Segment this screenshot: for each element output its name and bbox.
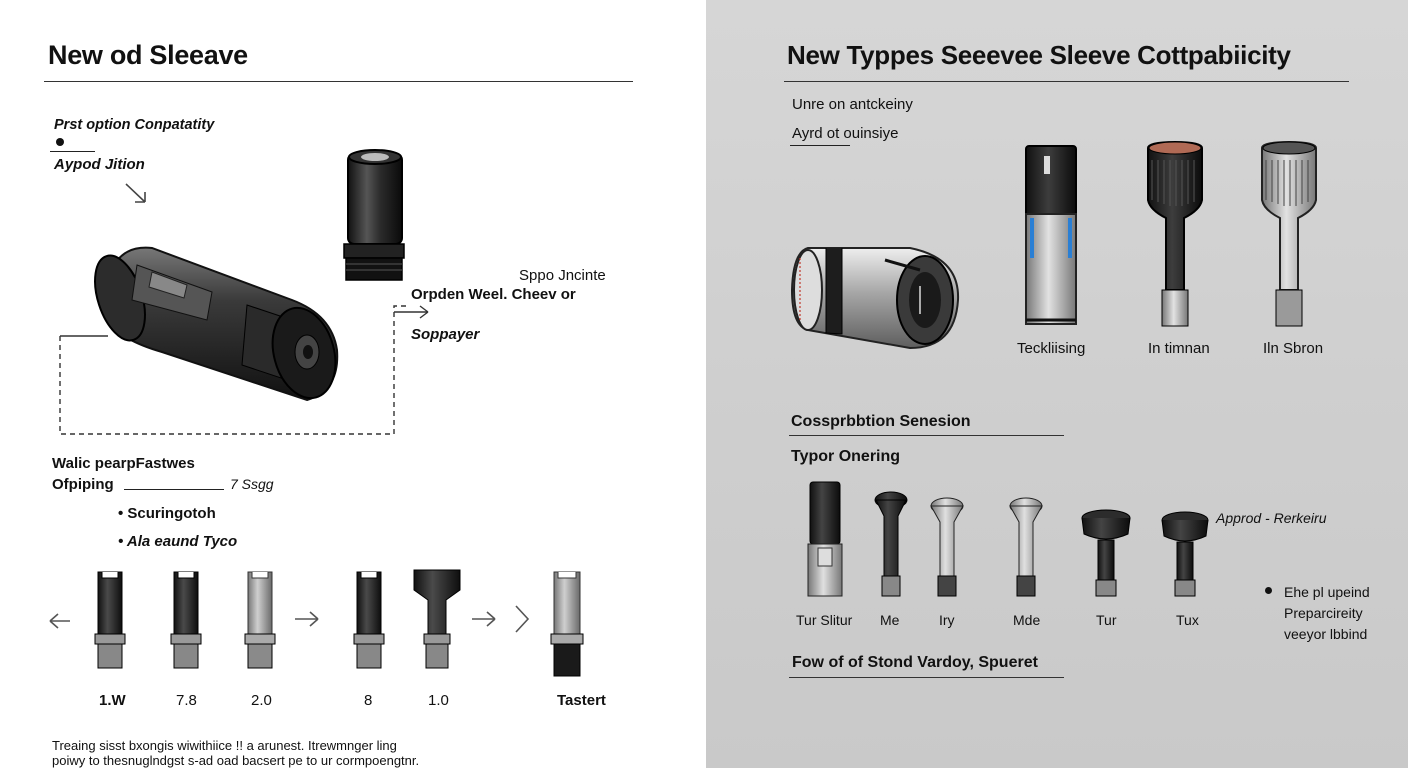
right-panel	[706, 0, 1408, 768]
right-title-rule	[784, 81, 1349, 82]
sleeve-row-right	[807, 481, 1209, 597]
item-r6	[1161, 511, 1209, 597]
left-top-label-2: Aypod Jition	[54, 156, 145, 173]
mid-label-2: Ofpiping	[52, 476, 114, 493]
chevron-right-icon	[515, 605, 530, 633]
side-bullet-line-1: Ehe pl upeind	[1284, 584, 1370, 600]
right-top-label-1: Teckliising	[1017, 340, 1086, 357]
label-right-2: Orpden Weel. Cheev or	[411, 286, 576, 303]
right-row-label-2: Me	[880, 612, 900, 628]
sleeve-6	[550, 571, 584, 677]
item-r3	[930, 497, 964, 597]
left-top-label-1: Prst option Conpatatity	[54, 117, 215, 133]
right-row-label-6: Tux	[1176, 612, 1199, 628]
row-label-5: 1.0	[428, 692, 449, 709]
row-label-4: 8	[364, 692, 373, 709]
sleeve-1	[94, 571, 126, 669]
side-label: Approd - Rerkeiru	[1216, 510, 1327, 526]
section-3-rule	[789, 677, 1064, 678]
row-label-3: 2.0	[251, 692, 272, 709]
side-bullet-line-3: veeyor lbbind	[1284, 626, 1368, 642]
right-row-label-5: Tur	[1096, 612, 1117, 628]
bullet-item-2-text: Ala eaund Tyco	[126, 533, 238, 550]
right-top-label-2: In timnan	[1148, 340, 1210, 357]
right-title: New Typpes Seeevee Sleeve Cottpabiicity	[787, 40, 1291, 70]
label-right-3: Soppayer	[411, 326, 480, 343]
silver-sleeve-icon	[790, 247, 960, 350]
label-right-1: Sppo Jncinte	[519, 267, 606, 284]
arrow-left-icon	[49, 613, 70, 629]
row-label-6: Tastert	[557, 692, 606, 709]
sleeve-2	[170, 571, 202, 669]
right-row-label-3: Iry	[939, 612, 955, 628]
arrow-right-icon	[394, 305, 429, 319]
sleeve-4	[353, 571, 385, 669]
short-rule	[50, 151, 95, 152]
mid-rule	[124, 489, 224, 490]
sleeve-5	[413, 569, 461, 669]
right-short-rule	[790, 145, 850, 146]
right-row-label-4: Mde	[1013, 612, 1041, 628]
mid-label-2b: 7 Ssgg	[230, 476, 274, 492]
section-2-title: Typor Onering	[791, 448, 901, 465]
item-r4	[1009, 497, 1043, 597]
right-top-label-3: Iln Sbron	[1263, 340, 1324, 357]
sleeve-3	[244, 571, 276, 669]
section-3-title: Fow of of Stond Vardoy, Spueret	[792, 654, 1038, 671]
sleeve-row-left	[49, 569, 584, 677]
bullet-item-2: • Ala eaund Tyco	[118, 533, 238, 550]
bullet-item-1: • Scuringotoh	[118, 505, 216, 522]
left-title: New od Sleeave	[48, 40, 248, 70]
section-1-rule	[789, 435, 1064, 436]
item-r5	[1081, 509, 1131, 597]
bullet-dot	[56, 138, 64, 146]
footer-line-1: Treaing sisst bxongis wiwithiice !! a ar…	[52, 738, 397, 753]
section-1-title: Cossprbbtion Senesion	[791, 413, 971, 430]
tall-tool-gray-icon	[1261, 140, 1317, 327]
right-row-label-1: Tur Slitur	[796, 612, 853, 628]
row-label-1: 1.W	[99, 692, 126, 709]
arrow-down-right-icon	[125, 183, 146, 203]
row-label-2: 7.8	[176, 692, 197, 709]
tall-tool-black-icon	[1147, 140, 1203, 327]
footer-line-2: poiwy to thesnuglndgst s-ad oad bacsert …	[52, 753, 420, 768]
item-r1	[807, 481, 843, 597]
side-bullet-dot	[1265, 587, 1272, 594]
bullet-item-1-text: Scuringotoh	[127, 505, 216, 522]
left-title-rule	[44, 81, 633, 82]
dashed-bracket	[59, 305, 406, 435]
vertical-sleeve-icon	[343, 149, 405, 281]
side-bullet-line-2: Preparcireity	[1284, 605, 1363, 621]
main-sleeve-icon	[94, 246, 339, 402]
item-r2	[874, 491, 908, 597]
arrow-right-icon-2	[295, 611, 319, 627]
right-label-1: Unre on antckeiny	[792, 96, 913, 113]
mid-label-1: Walic pearpFastwes	[52, 455, 195, 472]
tall-sleeve-blue-icon	[1025, 145, 1077, 325]
arrow-right-icon-3	[472, 611, 496, 627]
right-label-2: Ayrd ot ouinsiye	[792, 125, 899, 142]
